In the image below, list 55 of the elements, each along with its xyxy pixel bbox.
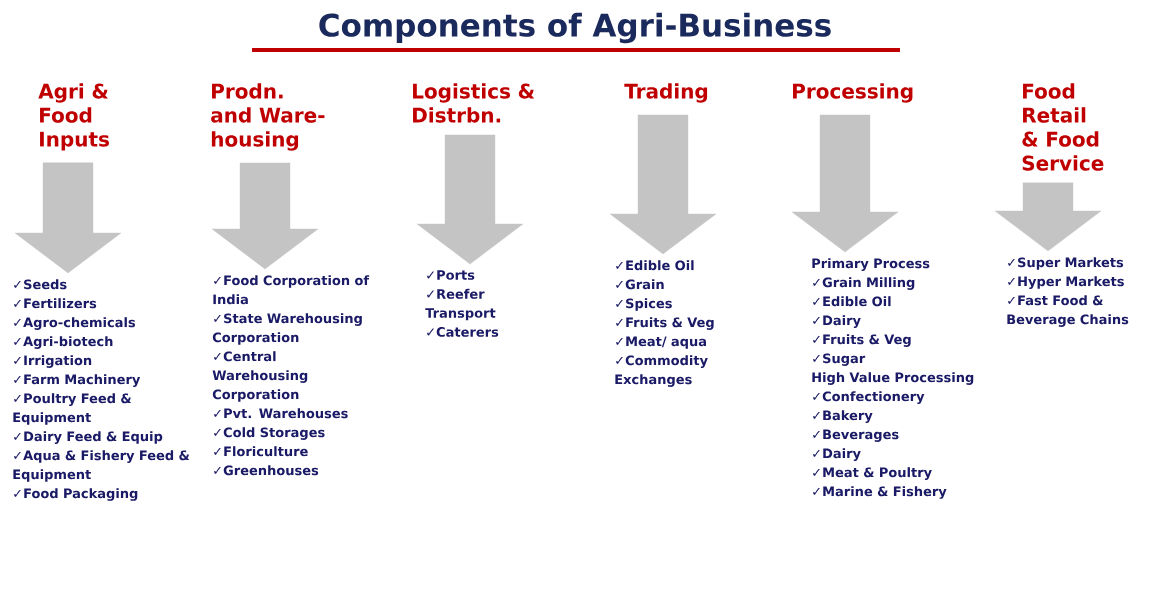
- block-arrow: [609, 114, 717, 255]
- list-item: ✓Dairy: [813, 448, 861, 461]
- list-item: ✓Agri-biotech: [14, 336, 113, 349]
- list-item: ✓Meat/ aqua: [616, 336, 706, 349]
- list-item: ✓Food Packaging: [14, 488, 138, 501]
- list-item: ✓Fruits & Veg: [616, 317, 714, 330]
- list-item: ✓Floriculture: [214, 446, 308, 457]
- list-item: ✓Bakery: [813, 410, 873, 423]
- list-item: ✓Grain: [616, 279, 664, 290]
- list-item: ✓Fast Food & Beverage Chains: [1007, 295, 1129, 327]
- block-arrow: [211, 162, 319, 270]
- column-heading: Agri & Food Inputs: [38, 83, 109, 151]
- block-arrow: [14, 162, 122, 274]
- list-item: ✓State Warehousing Corporation: [212, 313, 362, 345]
- list-item: ✓Farm Machinery: [14, 374, 141, 387]
- list-item: Primary Process: [812, 258, 930, 271]
- list-item: ✓Beverages: [813, 429, 899, 442]
- block-arrow: [994, 182, 1102, 252]
- column-heading: Prodn. and Ware-housing: [211, 83, 325, 151]
- list-item: ✓Cold Storages: [214, 427, 325, 440]
- list-item: ✓Confectionery: [813, 391, 925, 404]
- list-item: ✓Seeds: [14, 279, 67, 290]
- list-item: ✓Central Warehousing Corporation: [212, 351, 308, 402]
- column-heading: Trading: [624, 83, 708, 103]
- list-item: ✓Grain Milling: [813, 277, 915, 290]
- list-item: ✓Poultry Feed & Equipment: [13, 393, 132, 425]
- block-arrow: [416, 134, 524, 265]
- list-item: ✓Commodity Exchanges: [615, 355, 708, 387]
- list-item: ✓Dairy Feed & Equip: [14, 431, 163, 444]
- list-item: ✓Caterers: [427, 327, 499, 337]
- list-item: ✓Greenhouses: [214, 465, 319, 476]
- list-item: ✓Aqua & Fishery Feed & Equipment: [13, 450, 190, 482]
- list-item: ✓Irrigation: [14, 355, 92, 368]
- list-item: ✓Pvt. Warehouses: [214, 408, 348, 419]
- list-item: ✓Fertilizers: [14, 298, 97, 309]
- column-heading: Food Retail & Food Service: [1022, 83, 1104, 171]
- column-heading: Processing: [793, 83, 913, 103]
- title: Components of Agri-Business: [319, 12, 831, 44]
- list-item: ✓Hyper Markets: [1008, 276, 1124, 289]
- list-item: ✓Dairy: [813, 315, 861, 328]
- list-item: ✓Agro-chemicals: [14, 317, 136, 330]
- list-item: ✓Reefer Transport: [425, 288, 496, 321]
- column-heading: Logistics & Distrbn.: [413, 83, 535, 123]
- list-item: ✓Sugar: [813, 353, 866, 366]
- list-item: ✓Edible Oil: [813, 296, 891, 307]
- list-item: High Value Processing: [812, 372, 974, 385]
- list-item: ✓Super Markets: [1008, 257, 1124, 270]
- list-item: ✓Edible Oil: [616, 260, 694, 271]
- list-item: ✓Spices: [616, 298, 672, 311]
- list-item: ✓Fruits & Veg: [813, 334, 911, 347]
- list-item: ✓Food Corporation of India: [213, 275, 370, 305]
- list-item: ✓Ports: [427, 270, 475, 280]
- block-arrow: [791, 114, 899, 253]
- list-item: ✓Meat & Poultry: [813, 467, 932, 480]
- list-item: ✓Marine & Fishery: [813, 486, 947, 499]
